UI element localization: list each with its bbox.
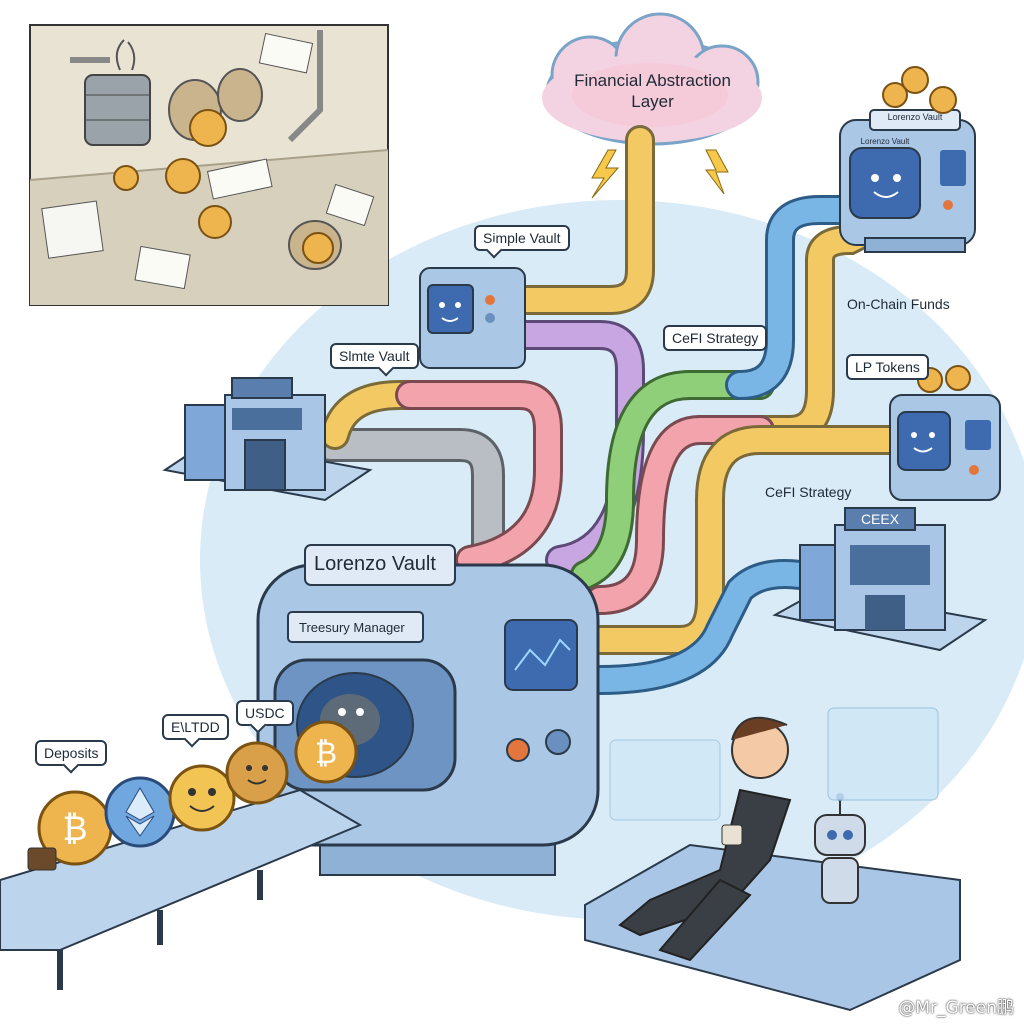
- label-text: USDC: [245, 705, 285, 721]
- lp-tokens-machine: [889, 365, 1001, 501]
- top-right-machine-sign-2: Lorenzo Vault: [860, 137, 910, 146]
- label-on-chain-funds: On-Chain Funds: [840, 293, 957, 315]
- label-text: Treesury Manager: [299, 620, 405, 635]
- top-right-vault-machine: [839, 66, 976, 253]
- label-usdc: USDC: [236, 700, 294, 734]
- label-treasury-manager: Treesury Manager: [292, 617, 412, 639]
- label-lp-tokens: LP Tokens: [846, 354, 929, 380]
- label-cefi-strategy-top: CeFI Strategy: [663, 325, 768, 351]
- label-text: Deposits: [44, 745, 99, 761]
- coins: ₿ ₿: [27, 720, 358, 871]
- messy-finance-inset: [29, 24, 389, 306]
- cloud-line-2: Layer: [631, 92, 674, 111]
- label-text: CeFI Strategy: [765, 484, 852, 500]
- cloud-line-1: Financial Abstraction: [574, 71, 731, 90]
- label-cefi-strategy-right: CeFI Strategy: [758, 481, 858, 503]
- label-simple-vault-left: Slmte Vault: [330, 343, 419, 377]
- label-text: LP Tokens: [855, 359, 920, 375]
- label-deposits: Deposits: [35, 740, 108, 774]
- watermark: @Mr_Green鹏: [898, 998, 1014, 1018]
- svg-text:₿: ₿: [62, 809, 87, 849]
- cloud-label: Financial Abstraction Layer: [560, 70, 745, 112]
- pipes: [313, 125, 905, 695]
- relaxing-person-platform: [584, 707, 961, 1012]
- left-building: [162, 377, 373, 502]
- label-lorenzo-vault: Lorenzo Vault: [307, 549, 443, 579]
- label-text: CeFI Strategy: [672, 330, 759, 346]
- label-text: Simple Vault: [483, 230, 561, 246]
- label-text: E\LTDD: [171, 719, 220, 735]
- label-text: On-Chain Funds: [847, 296, 950, 312]
- svg-text:₿: ₿: [315, 736, 337, 771]
- cex-sign: CEEX: [861, 511, 900, 527]
- top-right-machine-sign-1: Lorenzo Vault: [887, 112, 943, 122]
- label-text: Lorenzo Vault: [314, 553, 436, 575]
- cex-building: CEEX: [772, 507, 988, 652]
- label-simple-vault-top: Simple Vault: [474, 225, 570, 259]
- simple-vault-machine: [419, 267, 526, 369]
- label-text: Slmte Vault: [339, 348, 410, 364]
- conveyor-belt: [0, 788, 363, 990]
- label-eltdd: E\LTDD: [162, 714, 229, 748]
- cloud-shape: [542, 12, 762, 199]
